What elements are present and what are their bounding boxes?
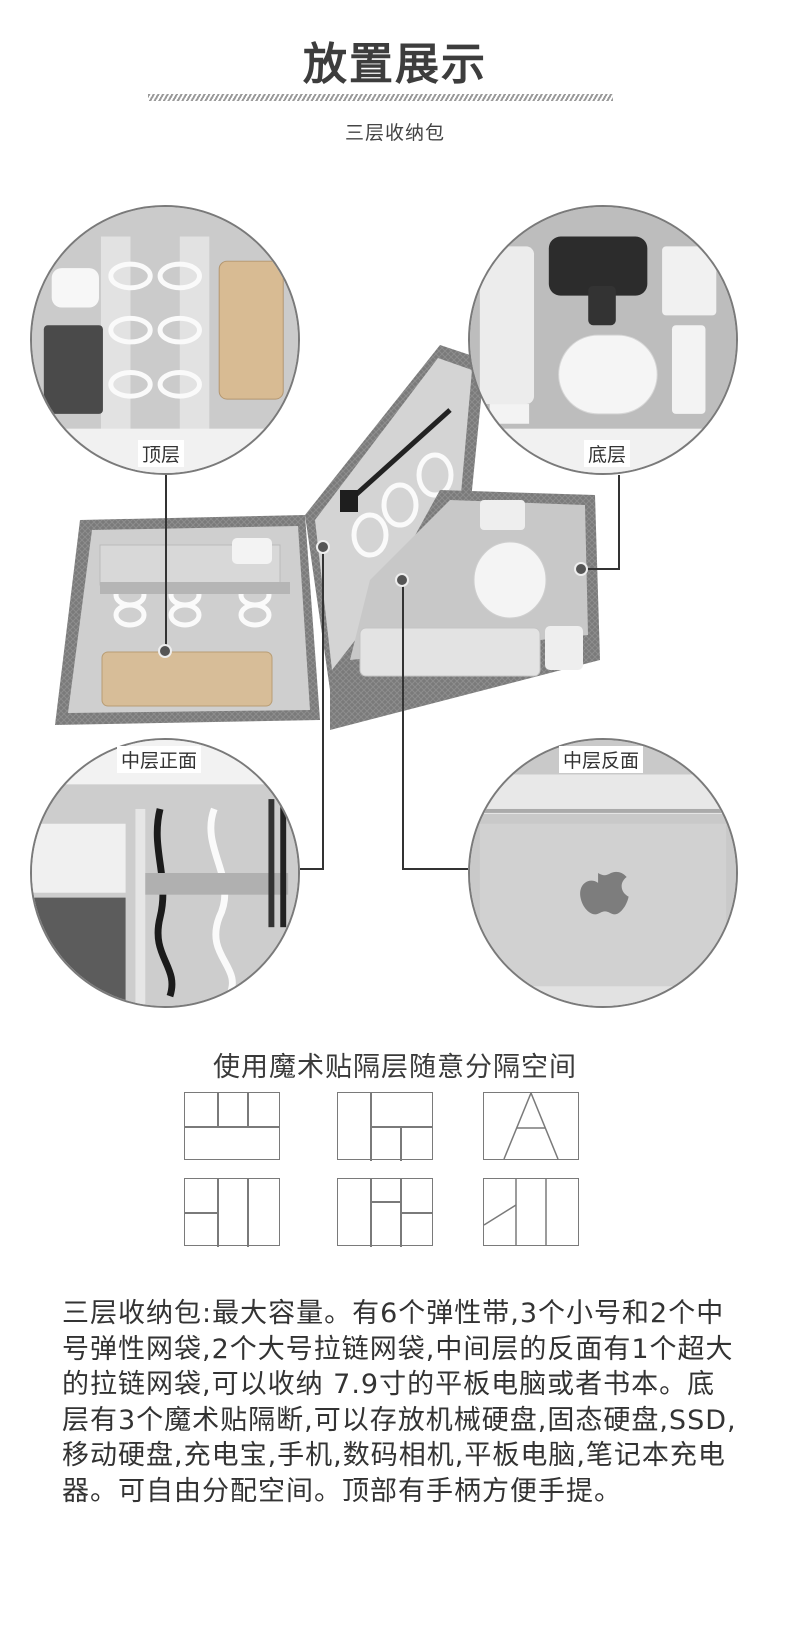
connector-dot-top-layer [158,644,172,658]
middle-back-label: 中层反面 [559,746,644,773]
connector-middle-front-v [322,548,324,870]
connector-middle-back-v [402,580,404,870]
description-paragraph: 三层收纳包:最大容量。有6个弹性带,3个小号和2个中号弹性网袋,2个大号拉链网袋… [62,1298,737,1507]
page-title: 放置展示 [303,39,487,90]
connector-middle-back-h [402,868,468,870]
connector-bottom-layer-h [585,568,620,570]
layout-diagram-2 [337,1092,433,1161]
connector-dot-bottom-layer [574,562,588,576]
layout-diagram-5 [337,1178,433,1247]
bottom-layer-label: 底层 [584,440,631,467]
middle-front-label: 中层正面 [117,746,202,773]
connector-bottom-layer-v [618,475,620,570]
bottom-layer-detail-image [468,205,738,475]
divider-section-title: 使用魔术贴隔层随意分隔空间 [213,1052,577,1083]
middle-back-detail-image [468,738,738,1008]
layout-diagram-1 [184,1092,280,1160]
layout-diagram-3 [483,1092,579,1160]
title-underline [148,94,613,101]
top-layer-detail-image [30,205,300,475]
top-layer-label: 顶层 [138,440,185,467]
page-subtitle: 三层收纳包 [344,122,445,144]
middle-front-detail-image [30,738,300,1008]
connector-middle-front-h [300,868,324,870]
layout-diagram-4 [184,1178,280,1247]
connector-top-layer [165,475,167,653]
connector-dot-middle-front [316,540,330,554]
connector-dot-middle-back [395,573,409,587]
organizer-bag-image [55,345,600,730]
layout-diagram-6 [483,1178,579,1246]
